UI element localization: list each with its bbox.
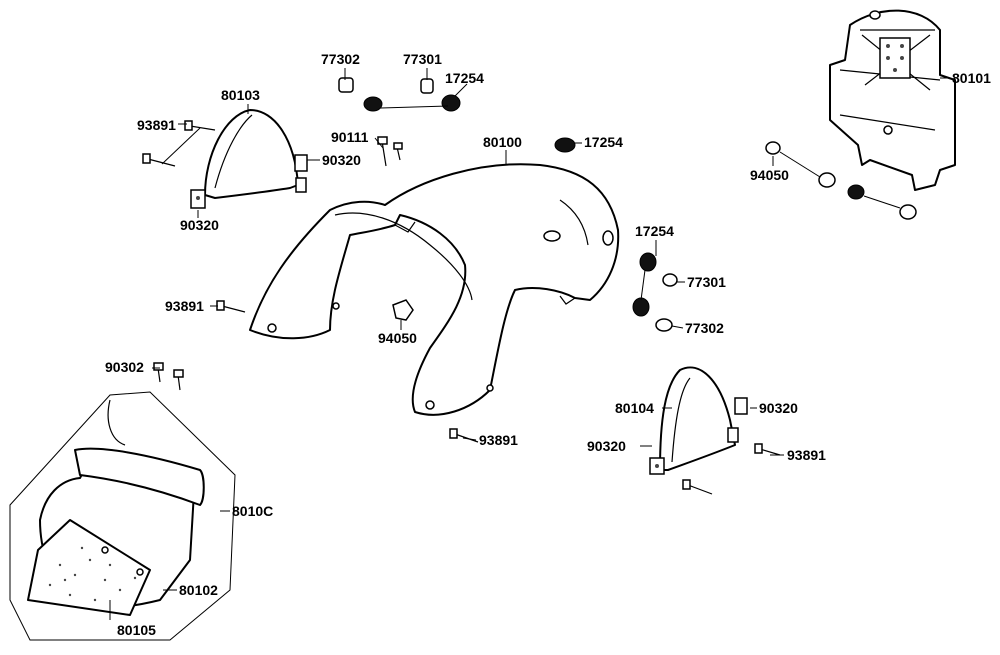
- label-90320: 90320: [180, 217, 219, 233]
- label-93891: 93891: [165, 298, 204, 314]
- label-77301: 77301: [687, 274, 726, 290]
- label-77302: 77302: [321, 51, 360, 67]
- label-90320: 90320: [587, 438, 626, 454]
- cover-80104: [649, 366, 748, 475]
- front-fender-80100: [249, 163, 620, 416]
- plate-texture: [48, 546, 137, 602]
- label-90302: 90302: [105, 359, 144, 375]
- label-80103: 80103: [221, 87, 260, 103]
- label-77302: 77302: [685, 320, 724, 336]
- label-8010C: 8010C: [232, 503, 273, 519]
- label-90320: 90320: [322, 152, 361, 168]
- label-93891: 93891: [479, 432, 518, 448]
- label-80105: 80105: [117, 622, 156, 638]
- rear-fender-assembly-8010C: [9, 391, 236, 641]
- label-90111: 90111: [331, 129, 369, 145]
- label-90320: 90320: [759, 400, 798, 416]
- label-17254: 17254: [635, 223, 674, 239]
- label-80100: 80100: [483, 134, 522, 150]
- label-80102: 80102: [179, 582, 218, 598]
- label-94050: 94050: [378, 330, 417, 346]
- label-93891: 93891: [137, 117, 176, 133]
- label-93891: 93891: [787, 447, 826, 463]
- label-17254: 17254: [445, 70, 484, 86]
- cover-80103: [190, 109, 308, 209]
- label-80101: 80101: [952, 70, 991, 86]
- label-77301: 77301: [403, 51, 442, 67]
- leader-lines: [109, 68, 950, 620]
- label-17254: 17254: [584, 134, 623, 150]
- label-80104: 80104: [615, 400, 654, 416]
- label-94050: 94050: [750, 167, 789, 183]
- bracket-80101: [829, 9, 956, 191]
- part-labels: 77302 77301 17254 80103 93891 90111 9032…: [105, 51, 991, 638]
